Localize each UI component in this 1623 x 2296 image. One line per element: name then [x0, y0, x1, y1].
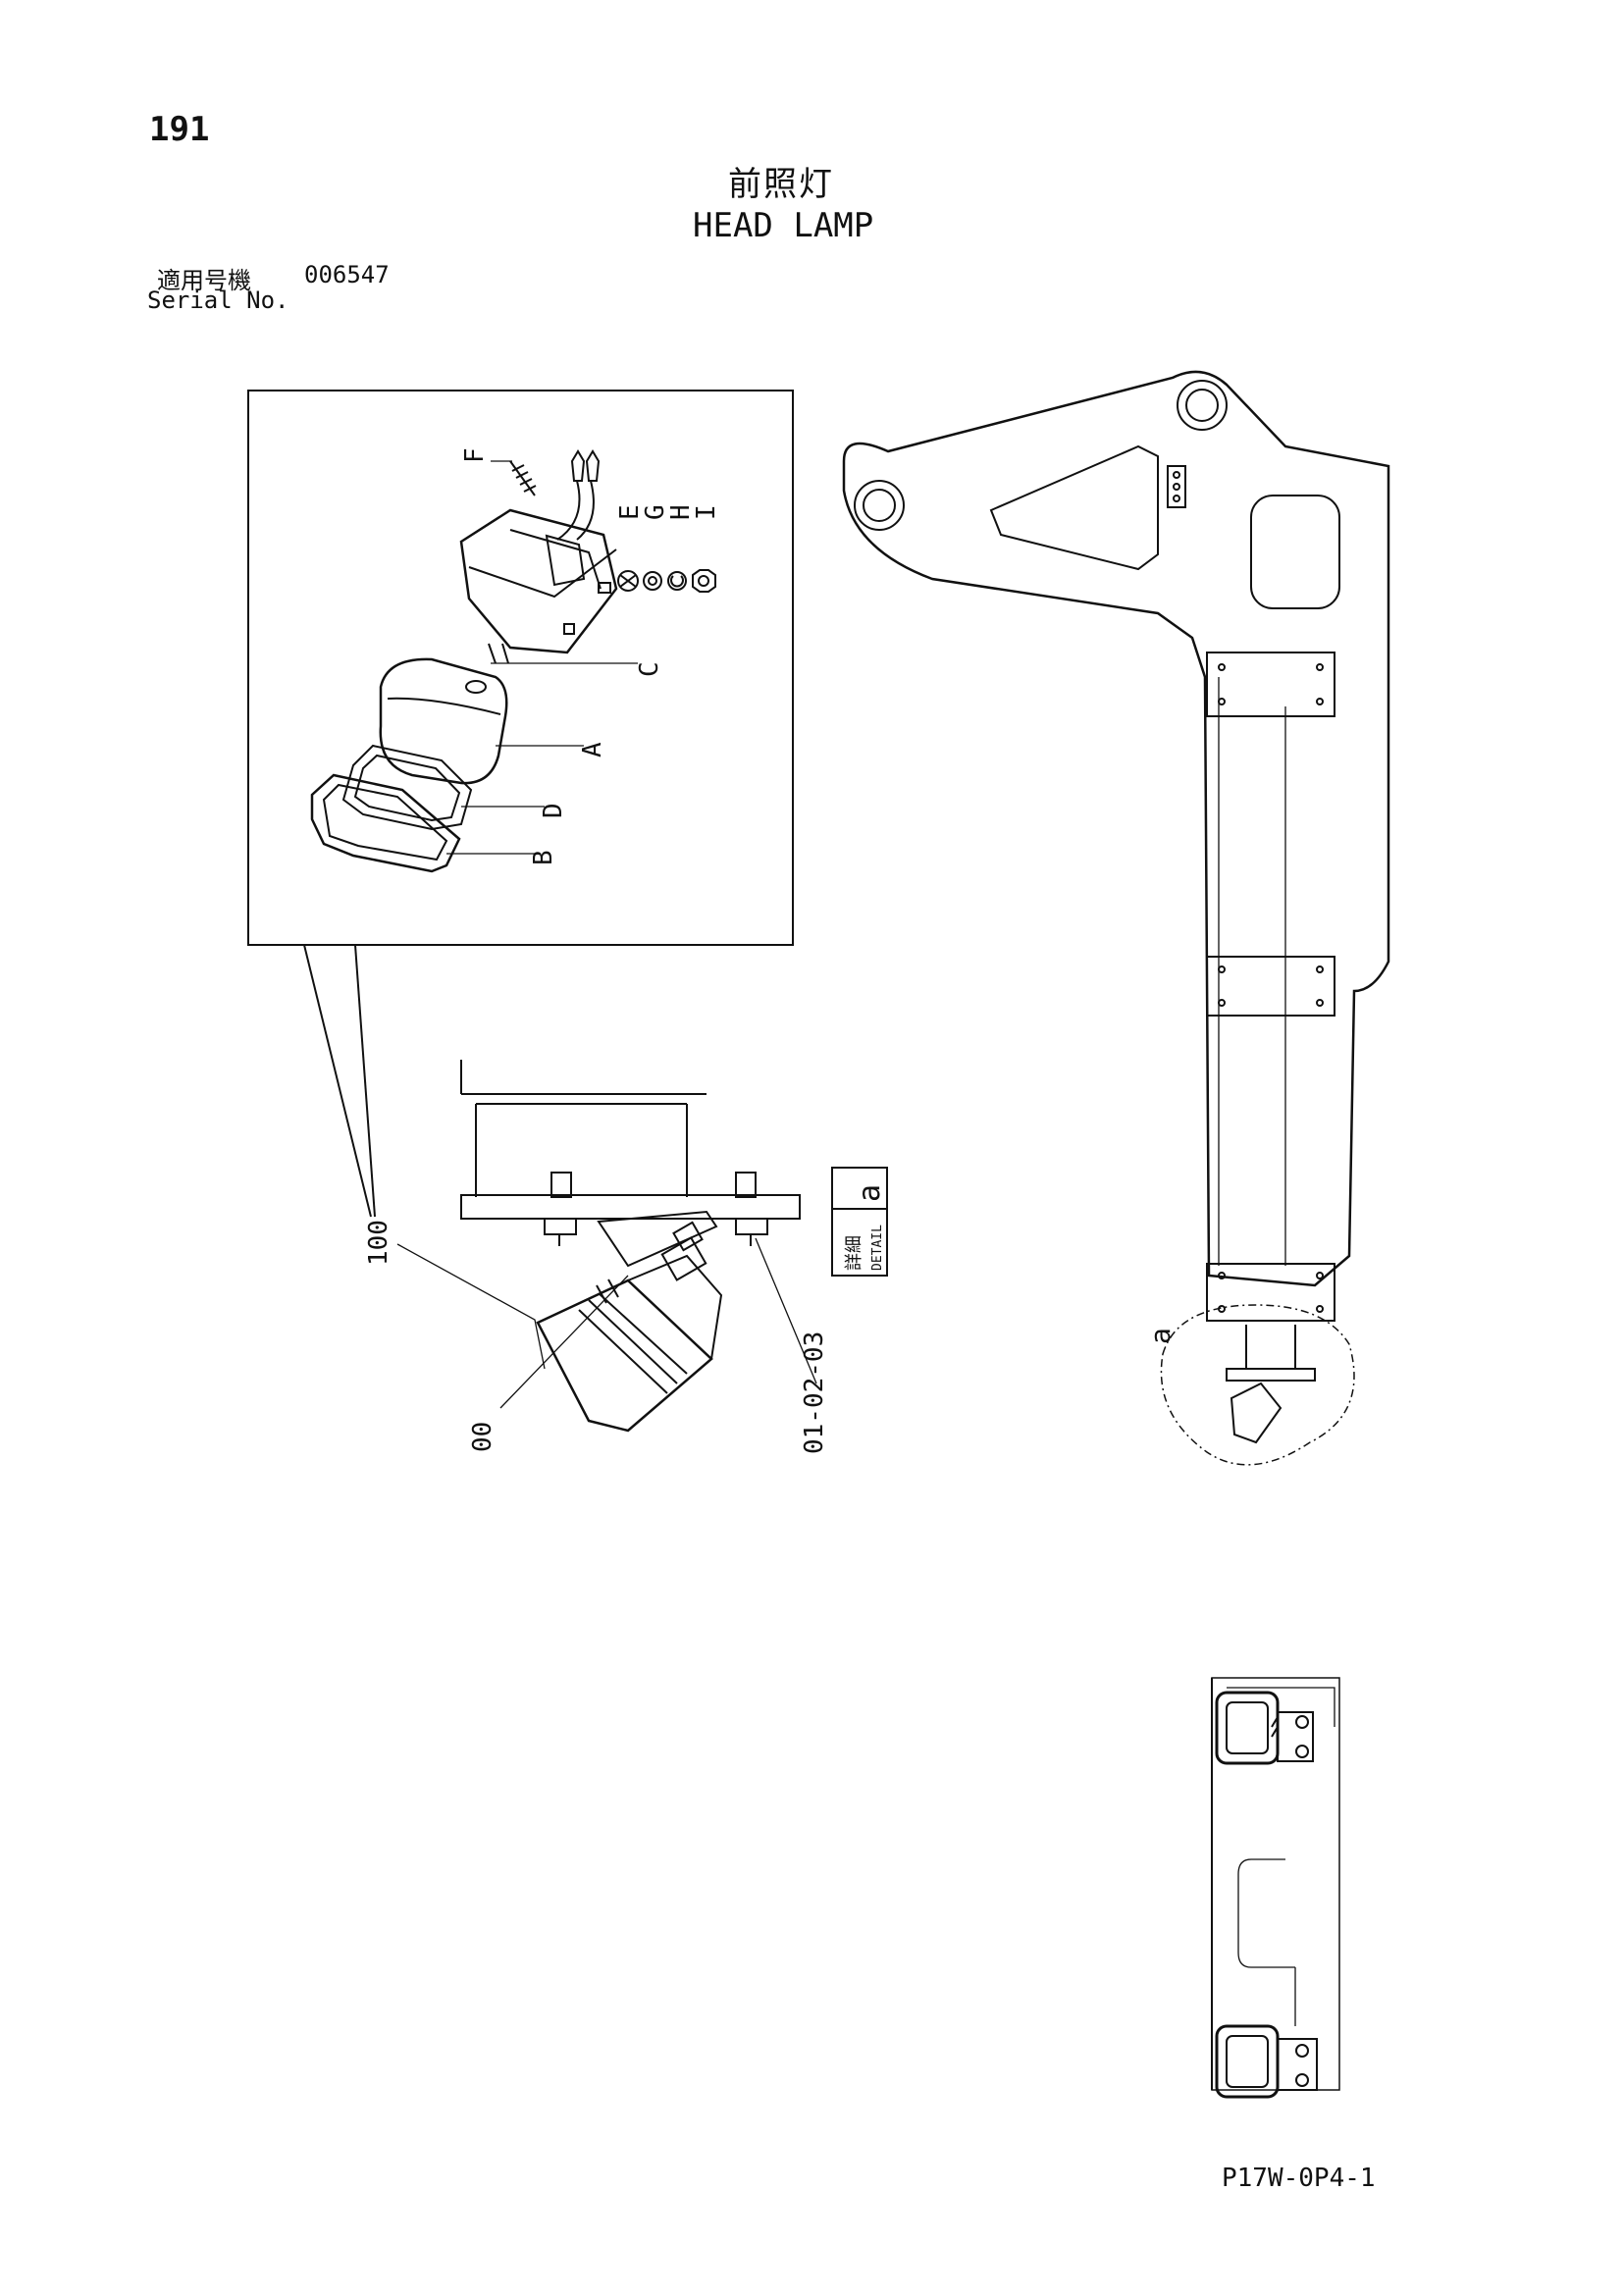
pin-hole-left — [854, 480, 905, 531]
detail-tag — [831, 1167, 888, 1277]
boom-clamps — [1206, 652, 1335, 1322]
serial-number: 006547 — [304, 261, 390, 288]
exploded-leaders — [446, 662, 638, 855]
ref-label-00: 00 — [468, 1422, 497, 1452]
detail-labels: 100 00 01-02-03 a 詳細 DETAIL — [364, 1184, 887, 1454]
pin-hole-top — [1177, 380, 1228, 431]
boom-outline — [842, 370, 1390, 1287]
detail-tag-en: DETAIL — [870, 1225, 885, 1271]
wire-connectors — [556, 449, 601, 541]
machine-callout-a: a — [1144, 1328, 1177, 1344]
exploded-view — [247, 390, 794, 1218]
part-label-i: I — [692, 504, 721, 520]
page-number: 191 — [149, 110, 210, 149]
detail-leaders — [396, 1237, 817, 1409]
part-label-d: D — [539, 803, 568, 818]
gasket-d — [341, 744, 473, 831]
drawing-code: P17W-0P4-1 — [1222, 2164, 1376, 2193]
detail-tag-jp: 詳細 — [844, 1235, 864, 1271]
screw-f — [491, 460, 537, 496]
machine-view — [842, 370, 1390, 1466]
serial-label-jp: 適用号機 — [157, 267, 251, 294]
ref-label-100: 100 — [364, 1220, 393, 1266]
detail-callout-circle — [1160, 1304, 1355, 1466]
top-view — [1211, 1677, 1340, 2099]
hardware-egHI — [617, 569, 716, 593]
part-label-c: C — [635, 661, 664, 677]
part-label-b: B — [529, 850, 558, 865]
part-label-g: G — [641, 504, 670, 520]
top-view-lamp-upper — [1215, 1691, 1314, 1765]
detail-tag-letter: a — [853, 1184, 887, 1202]
page-title-jp: 前照灯 — [728, 165, 834, 204]
part-label-a: A — [578, 742, 607, 757]
callout-line-right — [354, 944, 376, 1218]
boom-cutout — [989, 444, 1159, 571]
boom-window — [1250, 495, 1340, 609]
frame-b — [310, 773, 461, 873]
ref-label-01-02-03: 01-02-03 — [800, 1331, 829, 1454]
lamp-assembly — [536, 1221, 723, 1433]
lamp-lens — [379, 657, 508, 785]
machine-labels: a — [1144, 1328, 1177, 1344]
top-view-lamp-lower — [1215, 2024, 1318, 2099]
exploded-view-frame — [247, 390, 794, 946]
lamp-housing — [459, 508, 618, 664]
page-title-en: HEAD LAMP — [693, 206, 874, 245]
detail-view — [396, 1060, 888, 1433]
part-label-h: H — [666, 504, 696, 520]
boom-bolts — [1167, 465, 1186, 508]
callout-line-left — [303, 944, 372, 1218]
mounting-plate — [460, 1194, 801, 1220]
serial-label-en: Serial No. — [147, 287, 289, 314]
part-label-f: F — [460, 447, 490, 463]
part-label-e: E — [615, 504, 645, 520]
exploded-labels: F E G H I C A D B — [460, 447, 721, 865]
